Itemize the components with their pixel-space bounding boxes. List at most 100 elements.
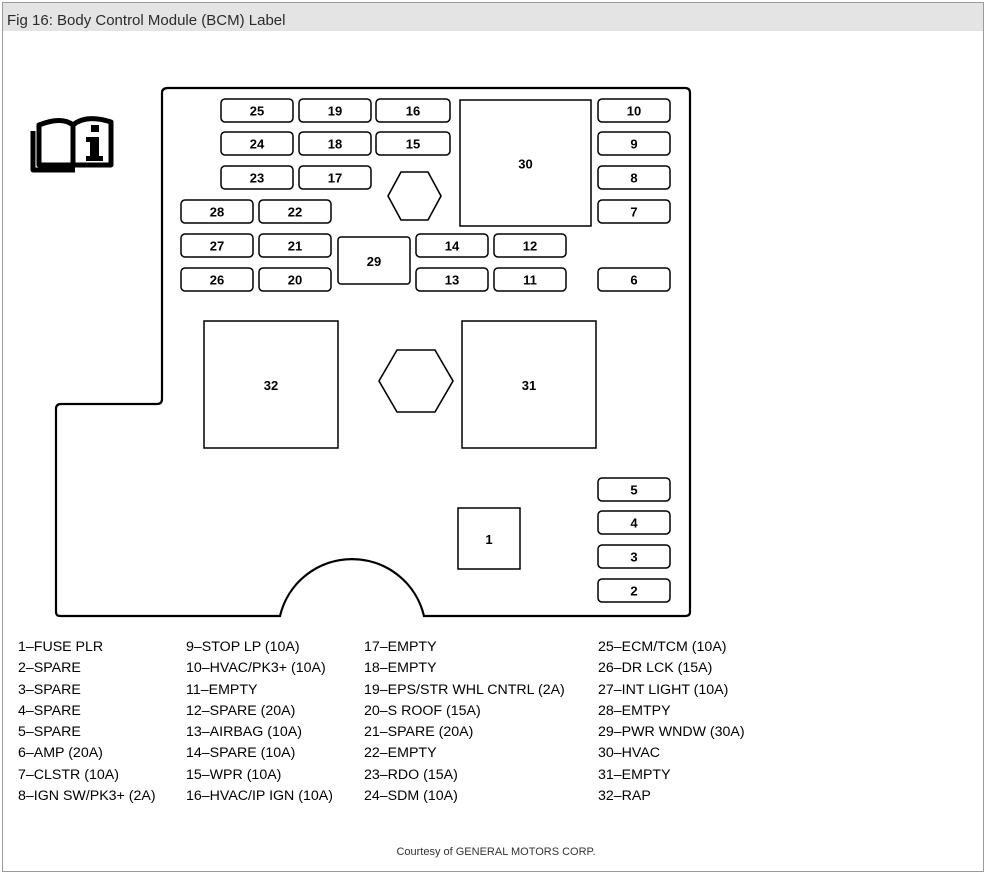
legend-item: 26–DR LCK (15A): [598, 660, 713, 677]
legend-item: 28–EMTPY: [598, 702, 671, 719]
fuse-26: 26: [180, 267, 254, 292]
fuse-12: 12: [493, 233, 567, 258]
legend-item: 21–SPARE (20A): [364, 724, 474, 741]
fuse-slot: [597, 131, 671, 156]
fuse-slot: [597, 510, 671, 535]
fuse-16: 16: [375, 98, 451, 123]
relay-label: 1: [485, 532, 492, 547]
fuse-8: 8: [597, 165, 671, 190]
legend-item: 19–EPS/STR WHL CNTRL (2A): [364, 681, 565, 698]
fuse-slot: [375, 98, 451, 123]
relay-body: [459, 99, 592, 227]
legend-item: 10–HVAC/PK3+ (10A): [186, 660, 326, 677]
fuse-slot: [597, 578, 671, 603]
fuse-label: 24: [250, 137, 265, 152]
fuse-6: 6: [597, 267, 671, 292]
legend-item: 6–AMP (20A): [18, 745, 103, 762]
fuse-5: 5: [597, 477, 671, 502]
legend-item: 3–SPARE: [18, 681, 81, 698]
legend-item: 31–EMPTY: [598, 766, 671, 783]
fuse-slot: [258, 199, 332, 224]
legend-column-2: 9–STOP LP (10A) 10–HVAC/PK3+ (10A) 11–EMPT…: [186, 637, 333, 807]
hex-stud-center: [378, 349, 454, 413]
fuse-slot: [597, 98, 671, 123]
fuse-25: 25: [220, 98, 294, 123]
fuse-3: 3: [597, 544, 671, 569]
fuse-label: 19: [328, 104, 342, 119]
legend-item: 12–SPARE (20A): [186, 702, 296, 719]
legend-item: 2–SPARE: [18, 660, 81, 677]
legend-item: 15–WPR (10A): [186, 766, 282, 783]
legend-item: 18–EMPTY: [364, 660, 437, 677]
legend-column-4: 25–ECM/TCM (10A)26–DR LCK (15A)27–INT LI…: [598, 637, 745, 807]
fuse-slot: [298, 98, 372, 123]
legend-item: 23–RDO (15A): [364, 766, 458, 783]
fuse-label: 4: [630, 516, 638, 531]
fuse-slot: [375, 131, 451, 156]
fuse-13: 13: [415, 267, 489, 292]
legend-item: 25–ECM/TCM (10A): [598, 639, 727, 655]
legend-item: 22–EMPTY: [364, 745, 437, 762]
fuse-label: 13: [445, 273, 459, 288]
legend-item: 20–S ROOF (15A): [364, 702, 481, 719]
relay-31: 31: [461, 320, 597, 449]
legend-item: 16–HVAC/IP IGN (10A): [186, 788, 333, 805]
legend-item: 11–EMPTY: [186, 681, 258, 698]
fuse-20: 20: [258, 267, 332, 292]
fuse-label: 11: [523, 273, 537, 288]
relay-body: [337, 236, 411, 285]
fuse-19: 19: [298, 98, 372, 123]
fuse-slot: [180, 199, 254, 224]
fuse-10: 10: [597, 98, 671, 123]
relay-body: [457, 507, 521, 570]
fuse-label: 26: [210, 273, 224, 288]
fuse-label: 23: [250, 171, 264, 186]
fuse-slot: [220, 165, 294, 190]
fuse-slot: [493, 267, 567, 292]
relay-1: 1: [457, 507, 521, 570]
relay-30: 30: [459, 99, 592, 227]
title-bar: Fig 16: Body Control Module (BCM) Label: [3, 3, 983, 31]
fuse-label: 27: [210, 239, 224, 254]
fuse-24: 24: [220, 131, 294, 156]
legend-item: 14–SPARE (10A): [186, 745, 296, 762]
fuse-label: 16: [406, 104, 420, 119]
fuse-slot: [597, 477, 671, 502]
legend-item: 30–HVAC: [598, 745, 661, 762]
fuse-label: 2: [630, 584, 637, 599]
legend-item: 29–PWR WNDW (30A): [598, 724, 745, 741]
fuse-slot: [415, 267, 489, 292]
fuse-label: 17: [328, 171, 342, 186]
legend-item: 8–IGN SW/PK3+ (2A): [18, 788, 156, 805]
legend-item: 32–RAP: [598, 788, 651, 805]
fuse-slot: [180, 267, 254, 292]
fuse-slot: [298, 165, 372, 190]
fuse-22: 22: [258, 199, 332, 224]
relay-label: 29: [367, 254, 381, 269]
legend-item: 9–STOP LP (10A): [186, 639, 300, 655]
fuse-slot: [597, 267, 671, 292]
fuse-15: 15: [375, 131, 451, 156]
fuse-14: 14: [415, 233, 489, 258]
fuse-label: 9: [630, 137, 637, 152]
fuse-label: 22: [288, 205, 302, 220]
relay-label: 30: [518, 157, 532, 172]
figure-title: Fig 16: Body Control Module (BCM) Label: [7, 12, 286, 29]
fuse-slot: [180, 233, 254, 258]
fuse-slot: [220, 98, 294, 123]
credit-line: Courtesy of GENERAL MOTORS CORP.: [396, 846, 596, 858]
fuse-label: 10: [627, 104, 641, 119]
fuse-label: 14: [445, 239, 460, 254]
fuse-slot: [258, 267, 332, 292]
fuse-label: 18: [328, 137, 342, 152]
fuse-slot: [415, 233, 489, 258]
fuse-28: 28: [180, 199, 254, 224]
relay-label: 31: [522, 378, 536, 393]
relay-body: [461, 320, 597, 449]
relay-32: 32: [203, 320, 339, 449]
fuse-slot: [597, 165, 671, 190]
fuse-4: 4: [597, 510, 671, 535]
